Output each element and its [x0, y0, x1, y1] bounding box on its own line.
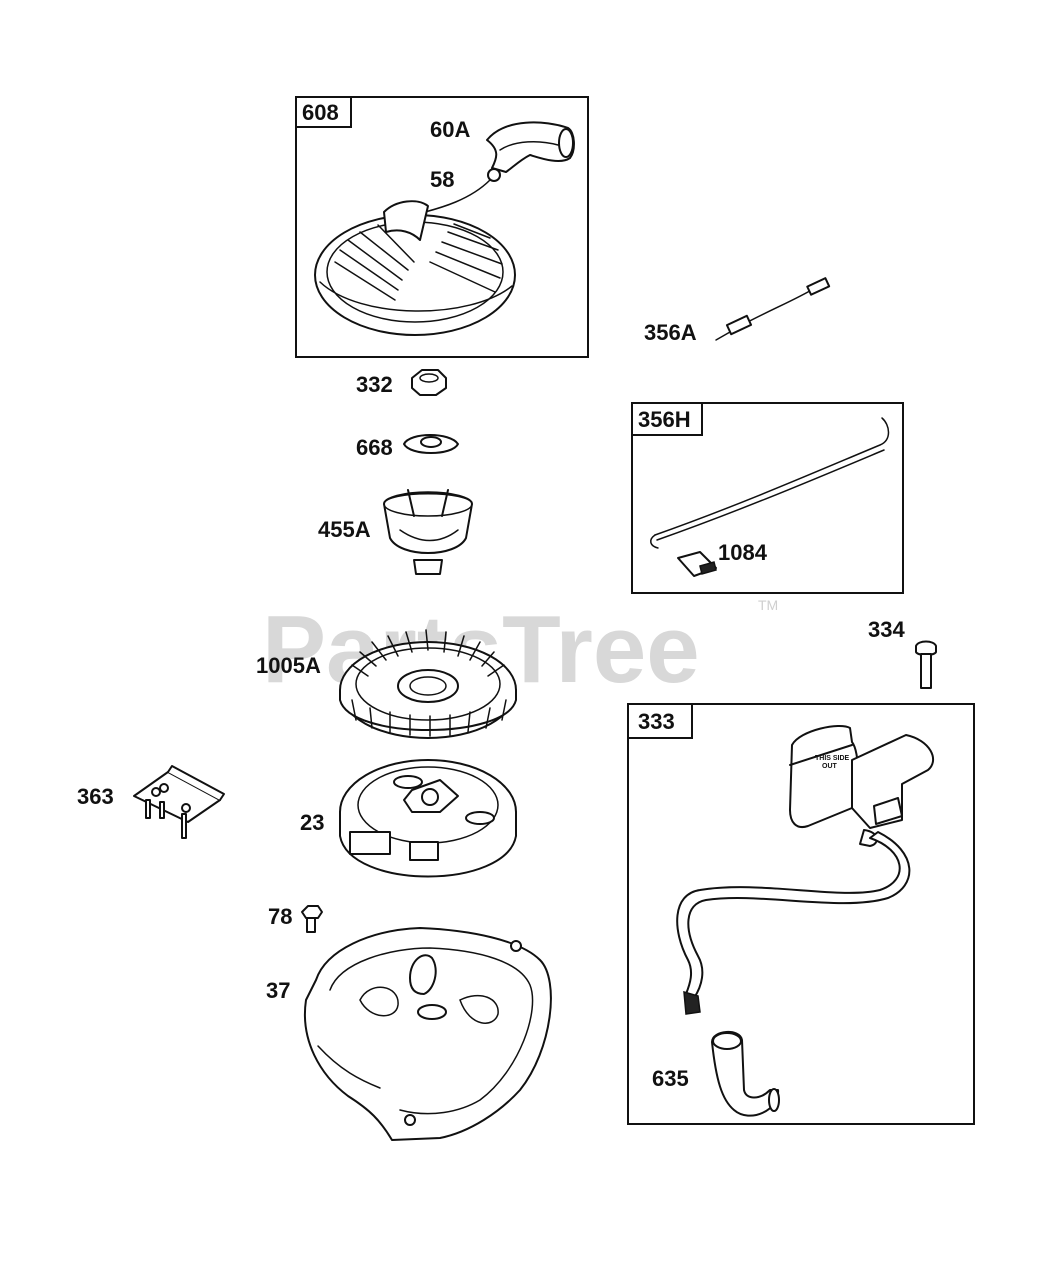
label-78[interactable]: 78	[268, 904, 292, 929]
part-356H-link-icon[interactable]	[650, 417, 890, 549]
kit-608: 608 60A 58	[295, 96, 589, 358]
part-1005A-fan-icon[interactable]	[339, 629, 517, 739]
label-58[interactable]: 58	[430, 167, 454, 192]
part-1084-clip-icon[interactable]	[677, 551, 717, 577]
kit-356H-label[interactable]: 356H	[638, 407, 691, 432]
kit-333: 333 THIS SIDE OUT 635	[627, 703, 975, 1125]
part-356A-wire-icon[interactable]	[715, 277, 831, 341]
kit-608-label[interactable]: 608	[302, 100, 339, 125]
kit-608-frame	[295, 96, 589, 358]
label-332[interactable]: 332	[356, 372, 393, 397]
kit-356H: 356H 1084	[631, 402, 904, 594]
kit-333-label[interactable]: 333	[638, 709, 675, 734]
label-455A[interactable]: 455A	[318, 517, 371, 542]
label-334[interactable]: 334	[868, 617, 905, 642]
label-60A[interactable]: 60A	[430, 117, 470, 142]
part-60A-handle-icon[interactable]	[486, 121, 575, 173]
kit-356H-tag	[631, 402, 703, 436]
part-635-boot-icon[interactable]	[711, 1031, 780, 1117]
label-635[interactable]: 635	[652, 1066, 689, 1091]
part-333-coil-icon[interactable]: THIS SIDE OUT	[676, 724, 934, 1015]
part-332-nut-icon[interactable]	[411, 369, 447, 396]
label-356A[interactable]: 356A	[644, 320, 697, 345]
part-363-bracket-icon[interactable]	[133, 765, 225, 839]
label-37[interactable]: 37	[266, 978, 290, 1003]
coil-printed-text-1: THIS SIDE	[815, 755, 850, 762]
label-23[interactable]: 23	[300, 810, 324, 835]
kit-356H-frame	[631, 402, 904, 594]
part-668-washer-icon[interactable]	[403, 434, 459, 454]
label-1084[interactable]: 1084	[718, 540, 768, 565]
label-1005A[interactable]: 1005A	[256, 653, 321, 678]
part-455A-cup-icon[interactable]	[383, 489, 473, 575]
part-78-screw-icon[interactable]	[301, 905, 323, 933]
part-23-flywheel-icon[interactable]	[339, 759, 517, 878]
kit-333-frame	[627, 703, 975, 1125]
watermark-trademark: TM	[758, 597, 778, 613]
kit-608-tag	[295, 96, 352, 128]
label-363[interactable]: 363	[77, 784, 114, 809]
kit-333-tag	[627, 703, 693, 739]
part-58-rope-icon[interactable]	[424, 168, 501, 213]
coil-printed-text-2: OUT	[822, 763, 838, 770]
part-334-bolt-icon[interactable]	[915, 640, 937, 689]
label-668[interactable]: 668	[356, 435, 393, 460]
part-37-housing-icon[interactable]	[303, 927, 552, 1141]
starter-housing-icon	[314, 200, 516, 336]
